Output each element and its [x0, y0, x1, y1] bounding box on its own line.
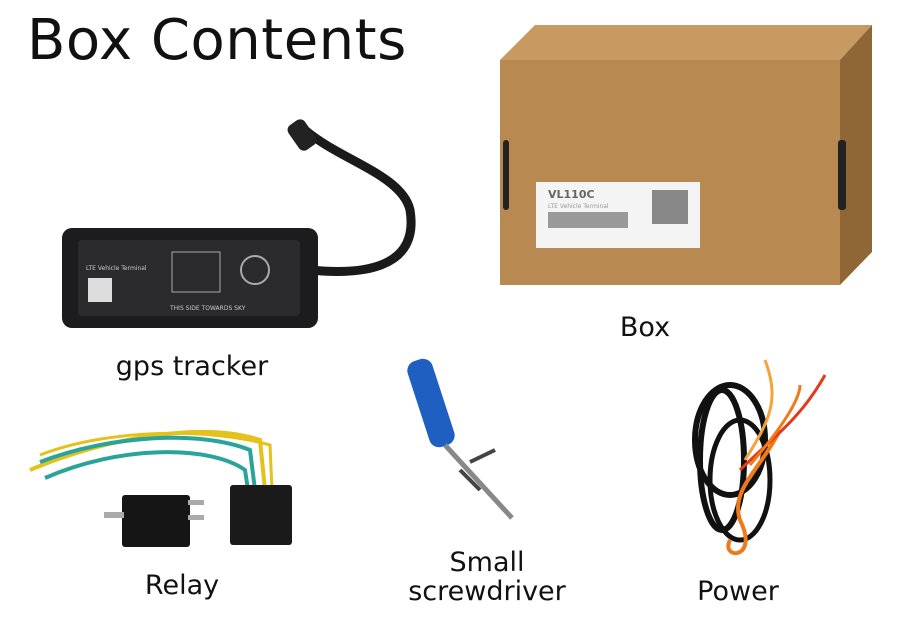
relay-image [29, 430, 292, 547]
page-title: Box Contents [27, 8, 407, 73]
qr-code-icon [652, 190, 688, 224]
caption-relay: Relay [144, 570, 220, 601]
caption-power: Power [697, 576, 779, 607]
caption-screwdriver-line1: Small [449, 547, 525, 578]
caption-screwdriver: Small screwdriver [380, 548, 594, 606]
box-image: VL110C LTE Vehicle Terminal [500, 25, 872, 285]
box-label-sub: LTE Vehicle Terminal [548, 203, 609, 210]
caption-screwdriver-line2: screwdriver [408, 576, 566, 607]
caption-gps-tracker: gps tracker [115, 351, 269, 382]
power-cable-image [692, 359, 827, 555]
barcode-icon [548, 212, 628, 228]
device-label: LTE Vehicle Terminal [86, 265, 147, 272]
gps-tracker-image: LTE Vehicle Terminal THIS SIDE TOWARDS S… [62, 119, 416, 328]
screwdriver-image [407, 358, 514, 520]
qr-code-icon [88, 278, 112, 302]
box-label-model: VL110C [548, 188, 595, 201]
caption-box: Box [619, 312, 671, 343]
connector-icon [240, 255, 270, 285]
device-warning: THIS SIDE TOWARDS SKY [169, 305, 246, 312]
